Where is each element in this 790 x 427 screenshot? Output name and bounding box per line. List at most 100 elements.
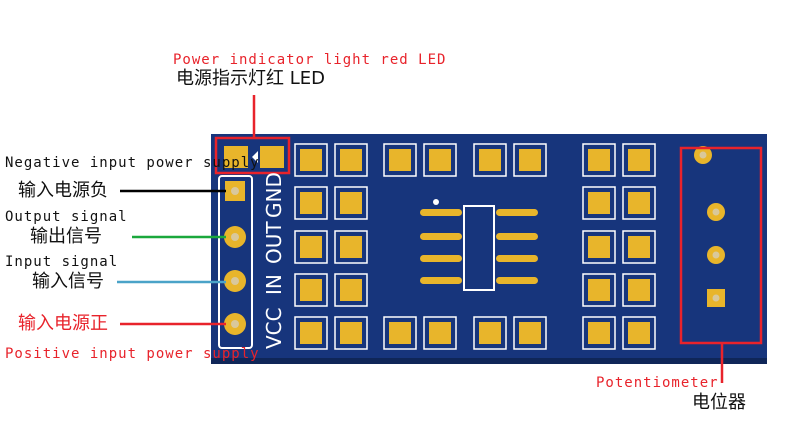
pad-l1-4-outline: [294, 316, 328, 350]
pad-l2-0-outline: [334, 143, 368, 177]
header-outline: [218, 175, 253, 349]
pad-r2-0: [628, 149, 650, 171]
pad-l2-1: [340, 192, 362, 214]
ic-leg-right-1: [496, 233, 538, 240]
pad-r1-3: [588, 279, 610, 301]
pad-r2-3: [628, 279, 650, 301]
ic-pin1-dot: [433, 199, 439, 205]
pot-pin-1-center: [712, 208, 720, 216]
pad-l2-2: [340, 236, 362, 258]
led-pad-right: [260, 146, 284, 168]
ic-leg-right-2: [496, 255, 538, 262]
label-output-en: Output signal: [5, 209, 128, 225]
label-pos-power-cn: 输入电源正: [18, 313, 108, 334]
pad-r1-1-outline: [582, 186, 616, 220]
pad-bot-0-outline: [383, 316, 417, 350]
led-pad-left: [224, 146, 248, 168]
pad-l1-2: [300, 236, 322, 258]
label-pot-cn: 电位器: [692, 392, 746, 413]
pad-r2-3-outline: [622, 273, 656, 307]
silk-label-in: IN: [262, 274, 286, 295]
pad-r1-4: [588, 322, 610, 344]
pad-top-3-outline: [513, 143, 547, 177]
pad-top-0: [389, 149, 411, 171]
gnd-pad-hole: [231, 187, 239, 195]
pad-grid: [294, 143, 656, 350]
label-power-led-cn: 电源指示灯红 LED: [176, 68, 325, 89]
pad-l2-2-outline: [334, 230, 368, 264]
pad-r2-4: [628, 322, 650, 344]
led-polarity-mark: [252, 151, 258, 163]
silk-label-gnd: GND: [262, 172, 286, 218]
pad-top-3: [519, 149, 541, 171]
pad-l2-1-outline: [334, 186, 368, 220]
ic-leg-left-1: [420, 233, 462, 240]
pot-pin-2-center: [712, 251, 720, 259]
label-input-cn: 输入信号: [32, 271, 104, 292]
pad-r1-4-outline: [582, 316, 616, 350]
pad-l1-0-outline: [294, 143, 328, 177]
pad-l1-1-outline: [294, 186, 328, 220]
silk-label-vcc: VCC: [262, 307, 286, 349]
pad-top-2: [479, 149, 501, 171]
pad-r2-2-outline: [622, 230, 656, 264]
pad-l1-3: [300, 279, 322, 301]
pad-l1-2-outline: [294, 230, 328, 264]
pad-l2-3-outline: [334, 273, 368, 307]
pad-l2-4: [340, 322, 362, 344]
ic-leg-right-3: [496, 277, 538, 284]
pad-bot-0: [389, 322, 411, 344]
label-neg-power-en: Negative input power supply: [5, 155, 260, 171]
pad-l2-0: [340, 149, 362, 171]
pad-top-2-outline: [473, 143, 507, 177]
in-pad-hole: [231, 277, 239, 285]
pad-top-1-outline: [423, 143, 457, 177]
pad-r1-1: [588, 192, 610, 214]
pad-l1-1: [300, 192, 322, 214]
pad-top-1: [429, 149, 451, 171]
pad-r1-2-outline: [582, 230, 616, 264]
pad-bot-3: [519, 322, 541, 344]
ic-legs: [420, 209, 538, 284]
pad-r2-1: [628, 192, 650, 214]
pad-l2-4-outline: [334, 316, 368, 350]
pad-r1-0-outline: [582, 143, 616, 177]
pad-l2-3: [340, 279, 362, 301]
label-power-led-en: Power indicator light red LED: [173, 52, 447, 68]
pad-top-0-outline: [383, 143, 417, 177]
pad-r1-3-outline: [582, 273, 616, 307]
pad-l1-4: [300, 322, 322, 344]
label-pot-en: Potentiometer: [596, 375, 719, 391]
ic-leg-left-0: [420, 209, 462, 216]
ic-leg-right-0: [496, 209, 538, 216]
pad-r2-2: [628, 236, 650, 258]
pad-r1-2: [588, 236, 610, 258]
ic-leg-left-2: [420, 255, 462, 262]
pad-r1-0: [588, 149, 610, 171]
label-input-en: Input signal: [5, 254, 119, 270]
pad-l1-3-outline: [294, 273, 328, 307]
silk-label-out: OUT: [262, 221, 286, 264]
pad-bot-1: [429, 322, 451, 344]
pot-top-hole-center: [699, 151, 707, 159]
pad-r2-0-outline: [622, 143, 656, 177]
pad-bot-2-outline: [473, 316, 507, 350]
label-output-cn: 输出信号: [30, 226, 102, 247]
pad-r2-1-outline: [622, 186, 656, 220]
label-neg-power-cn: 输入电源负: [18, 180, 108, 201]
pad-r2-4-outline: [622, 316, 656, 350]
out-pad-hole: [231, 233, 239, 241]
pad-bot-2: [479, 322, 501, 344]
led-highlight-box: [214, 136, 291, 175]
ic-outline: [463, 205, 495, 291]
pad-bot-3-outline: [513, 316, 547, 350]
pcb-board-shadow: [211, 358, 767, 364]
ic-leg-left-3: [420, 277, 462, 284]
label-pos-power-en: Positive input power supply: [5, 346, 260, 362]
vcc-pad-hole: [231, 320, 239, 328]
pad-bot-1-outline: [423, 316, 457, 350]
pot-pin-3-center: [712, 294, 720, 302]
pad-l1-0: [300, 149, 322, 171]
